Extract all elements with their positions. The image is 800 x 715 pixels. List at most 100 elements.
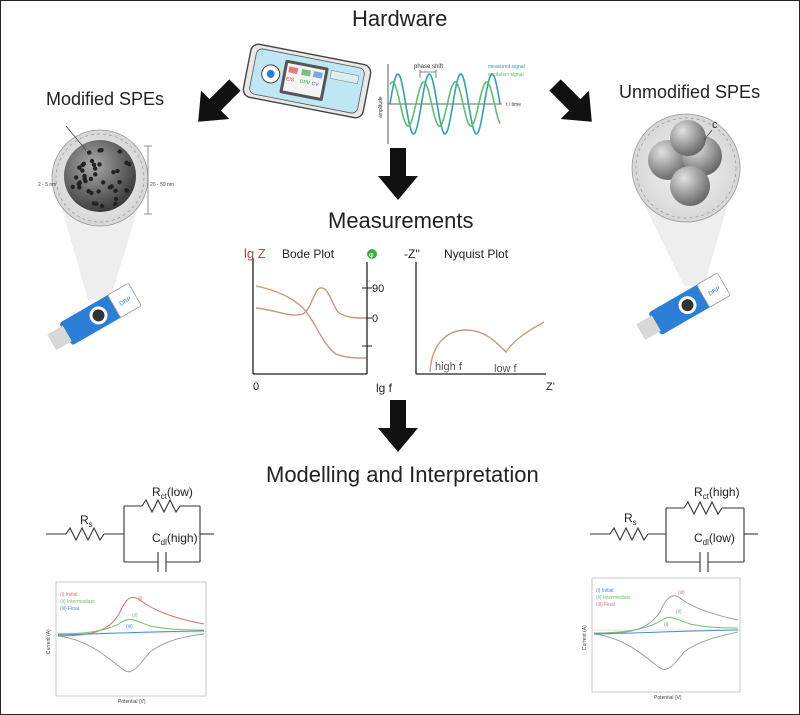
unmodified-spe-illustration: c DRP [631,113,741,340]
unmodified-spes-title: Unmodified SPEs [619,82,761,102]
nanoparticle-dot [115,168,120,174]
wave-y-label: amplitude [378,96,384,118]
potentiostat-device-icon: EIS DPV CV [242,43,372,119]
cv-left-ylabel: Current (A) [46,629,52,654]
cv-right-legend-1: (i) Initial [596,588,614,594]
bode-origin: 0 [253,381,259,393]
wave-legend-2: excitation signal [488,72,524,78]
nyquist-y-label: -Z'' [404,247,420,261]
nanoparticle-dot [92,166,98,171]
bode-x-label: lg f [376,381,393,395]
nyquist-x-label: Z' [546,381,555,393]
wave-legend-1: measured signal [488,64,525,70]
cv-right-legend-3: (iii) Final [596,602,615,608]
phase-shift-label: phase shift [414,64,443,70]
right-cdl-label: Cdl(low) [694,531,735,547]
device-screen-label-1: EIS [285,76,295,84]
cv-left-xlabel: Potential (V) [118,699,146,705]
nyquist-high-f: high f [435,361,463,373]
nanoparticle-dot [124,188,130,193]
nano-size-label: 20 - 50 nm [150,182,174,188]
nanoparticle-dot [80,168,85,173]
nanoparticle-dot [81,161,87,166]
spe-strip-text-left: DRP [119,296,133,308]
bode-magnitude-curve [255,285,367,359]
left-rs-label: Rs [80,513,93,529]
cv-left-legend-1: (i) Initial [60,592,78,598]
cv-right-legend-2: (ii) Intermediate [596,595,631,601]
arrow-to-modelling [378,400,418,452]
cv-left-curve-iii [57,630,205,636]
cv-right-peak-2: (ii) [676,609,682,615]
cv-left-peak-2: (ii) [132,613,138,619]
nanoparticle-dot [117,149,123,154]
bode-plot: lg Z Bode Plot φ 90 0 0 lg f [244,246,393,395]
cv-chart-left: (i) Initial (ii) Intermediate (iii) Fina… [46,581,207,705]
nanoparticle-dot [113,188,118,193]
nanoparticle-dot [87,150,92,155]
cv-left-return [57,633,205,673]
nanoparticle-dot [91,162,97,167]
arrow-to-measurements [378,148,418,200]
cv-right-curve-ii [593,617,739,634]
bode-y-right-label: φ [369,252,374,259]
arrow-to-modified [198,79,241,122]
particle-size-label: 2 - 5 nm [38,182,56,188]
device-screen-label-3: CV [311,81,320,88]
cv-chart-right: (i) Initial (ii) Intermediate (iii) Fina… [582,577,741,701]
device-screen-label-2: DPV [299,79,311,87]
nanoparticle-dot [117,179,122,185]
cv-left-peak-3: (iii) [126,624,133,630]
nanoparticle-dot [89,158,95,164]
cv-right-return [593,631,739,670]
bode-phase-curve [255,287,367,319]
cv-right-ylabel: Current (A) [582,625,588,650]
nanoparticle-dot [97,162,102,167]
nanoparticle-dot [77,165,82,170]
arrow-to-unmodified [549,79,592,122]
nanoparticle-dot [124,160,129,165]
cv-left-legend-2: (ii) Intermediate [60,599,95,605]
nanoparticle-dot [77,180,83,185]
nanoparticle-dot [73,175,79,180]
hardware-title: Hardware [352,6,448,31]
screen-printed-electrode-left: DRP [47,283,142,351]
wave-x-label: t / time [506,102,521,108]
nyquist-title: Nyquist Plot [444,247,509,261]
nanoparticle-dot [111,170,116,175]
nanoparticle-dot [107,185,113,190]
cv-left-legend-3: (iii) Final [60,606,79,612]
cv-right-curve-i [593,629,739,635]
cv-left-curve-i [57,596,205,637]
nanoparticle-dot [113,201,118,207]
nanoparticle-dot [70,184,76,190]
left-cdl-label: Cdl(high) [152,531,198,547]
cv-left-curve-ii [57,619,205,635]
cv-right-xlabel: Potential (V) [654,695,682,701]
measurements-title: Measurements [328,208,474,233]
bode-tick-90: 90 [372,283,384,295]
nanoparticle-dot [93,172,98,177]
unmod-label: c [712,119,718,131]
bode-y-left-label: lg Z [244,246,266,261]
bode-title: Bode Plot [282,247,335,261]
screen-printed-electrode-right: DRP [636,273,731,340]
response-wave [389,81,501,127]
nanoparticle-dot [88,176,94,182]
cv-right-peak-1: (iii) [678,590,685,596]
right-rct-label: Rct(high) [694,485,740,501]
bode-tick-0: 0 [372,313,378,325]
phase-marker-icon [367,249,377,259]
nyquist-curve [429,321,545,373]
nanoparticle-dot [99,203,105,209]
carbon-particles [670,166,710,206]
cv-right-peak-3: (i) [664,622,669,628]
nanoparticle-dot [97,148,102,153]
nanoparticle-dot [89,190,94,196]
nanoparticle-dot [82,176,87,181]
right-rs-label: Rs [624,511,637,527]
excitation-wave [389,73,501,135]
nyquist-low-f: low f [494,363,518,375]
modified-spe-illustration: 20 - 50 nm 2 - 5 nm DRP [38,125,174,351]
spe-strip-text-right: DRP [708,286,722,298]
